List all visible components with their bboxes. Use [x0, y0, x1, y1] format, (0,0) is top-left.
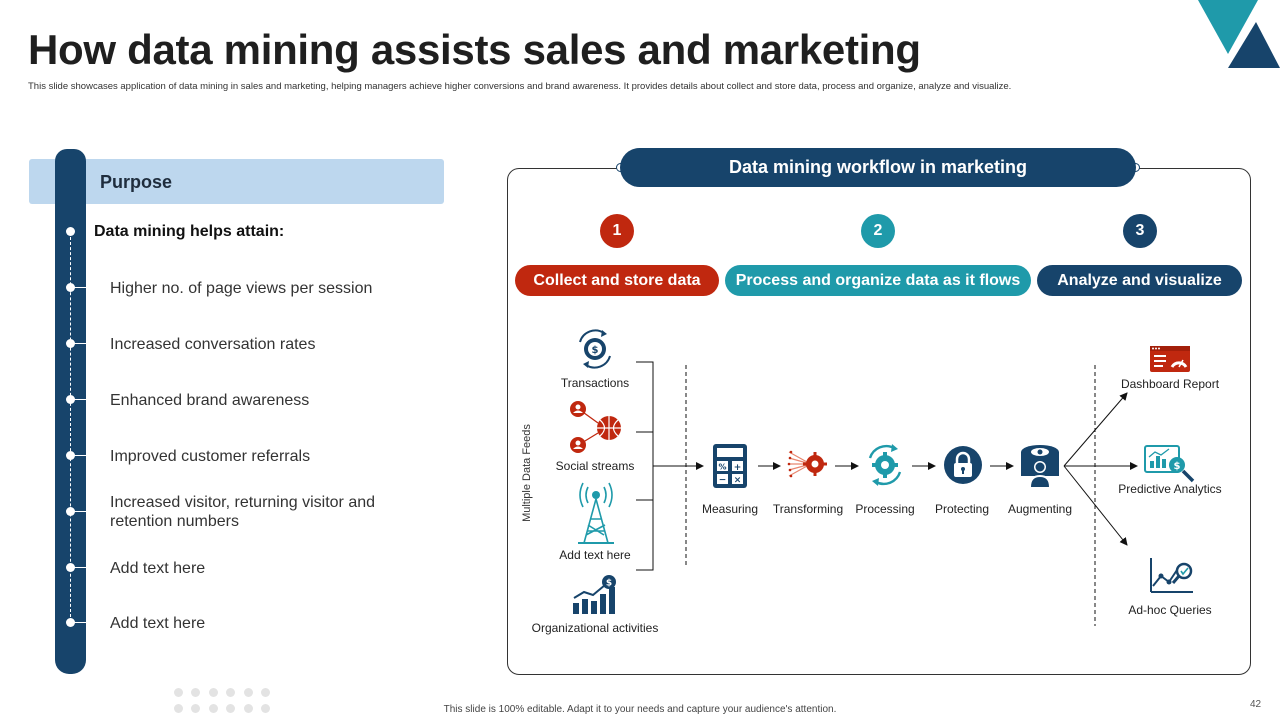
purpose-header-band: [29, 159, 444, 204]
purpose-lead: Data mining helps attain:: [94, 223, 285, 240]
svg-text:$: $: [1174, 461, 1181, 472]
step-number-2: 2: [861, 214, 895, 248]
process-label: Protecting: [934, 502, 990, 516]
slide-title: How data mining assists sales and market…: [28, 26, 921, 73]
timeline-dot: [66, 563, 75, 572]
output-label: Ad-hoc Queries: [1128, 603, 1212, 617]
workflow-connectors: [636, 361, 1138, 626]
step-number-3: 3: [1123, 214, 1157, 248]
calculator-icon: % + − ×: [713, 444, 747, 488]
transform-gear-icon: [787, 450, 827, 478]
timeline-arrow: [72, 507, 96, 516]
timeline-arrow: [72, 339, 96, 348]
dollar-cycle-icon: $: [579, 329, 611, 369]
timeline-dashed-line: [70, 232, 71, 622]
purpose-item: Enhanced brand awareness: [110, 392, 310, 409]
timeline-dot: [66, 227, 75, 236]
augment-user-icon: [1021, 445, 1059, 487]
output-label: Predictive Analytics: [1118, 482, 1222, 496]
svg-text:$: $: [592, 345, 599, 356]
process-label: Transforming: [772, 502, 844, 516]
purpose-heading: Purpose: [100, 172, 173, 192]
step-number-1: 1: [600, 214, 634, 248]
slide-footer: This slide is 100% editable. Adapt it to…: [0, 704, 1280, 715]
timeline-dot: [66, 339, 75, 348]
predictive-analytics-icon: $: [1144, 445, 1195, 483]
timeline-dot: [66, 618, 75, 627]
svg-text:+: +: [734, 463, 742, 473]
svg-text:×: ×: [734, 476, 742, 486]
workflow-heading: Data mining workflow in marketing: [620, 148, 1136, 187]
svg-text:−: −: [719, 476, 727, 486]
purpose-item: Increased visitor, returning visitor and…: [110, 494, 376, 530]
timeline-arrow: [72, 283, 96, 292]
source-label: Add text here: [559, 548, 631, 562]
slide-subtitle: This slide showcases application of data…: [28, 81, 1012, 92]
timeline-arrow: [72, 563, 96, 572]
step-label-analyze: Analyze and visualize: [1037, 265, 1242, 296]
step-label-collect: Collect and store data: [515, 265, 719, 296]
timeline-arrow: [72, 395, 96, 404]
timeline-dot: [66, 395, 75, 404]
source-label: Transactions: [560, 376, 630, 390]
lock-shield-icon: [944, 446, 982, 484]
purpose-item: Add text here: [110, 615, 206, 632]
social-network-icon: [570, 401, 621, 453]
timeline-dot: [66, 283, 75, 292]
signal-tower-icon: [578, 482, 614, 544]
timeline-arrow: [72, 451, 96, 460]
output-label: Dashboard Report: [1120, 377, 1220, 391]
timeline-dot: [66, 451, 75, 460]
adhoc-query-icon: [1150, 558, 1193, 593]
slide-pager-dots: [174, 688, 274, 714]
corner-triangle-logo-icon: [1198, 0, 1280, 68]
purpose-item: Increased conversation rates: [110, 336, 316, 353]
process-label: Processing: [855, 502, 915, 516]
footer-text: This slide is 100% editable. Adapt it to…: [443, 704, 837, 715]
purpose-item: Improved customer referrals: [110, 448, 311, 465]
svg-text:%: %: [718, 463, 726, 472]
step-label-process: Process and organize data as it flows: [725, 265, 1031, 296]
timeline-dot: [66, 507, 75, 516]
timeline-arrow: [72, 618, 96, 627]
source-label: Social streams: [555, 459, 635, 473]
purpose-item: Add text here: [110, 560, 206, 577]
svg-text:$: $: [606, 579, 612, 589]
process-label: Augmenting: [1007, 502, 1073, 516]
growth-chart-icon: $: [573, 575, 616, 614]
dashboard-icon: [1150, 346, 1190, 372]
page-number: 42: [1250, 699, 1262, 710]
source-label: Organizational activities: [531, 621, 659, 635]
process-label: Measuring: [701, 502, 759, 516]
purpose-item: Higher no. of page views per session: [110, 280, 373, 297]
processing-gear-icon: [868, 444, 902, 486]
